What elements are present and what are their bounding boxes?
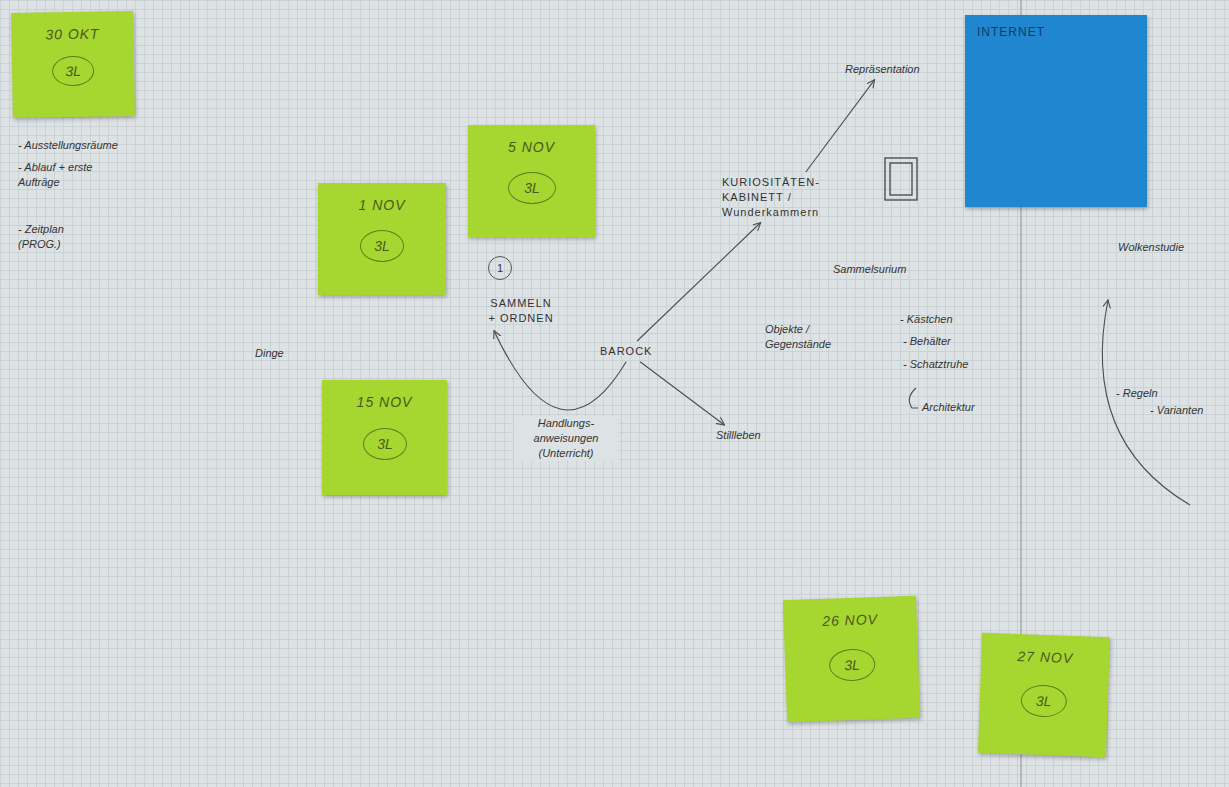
connector-arrow	[806, 80, 875, 172]
sticky-note: 30 OKT 3L	[11, 11, 135, 118]
node-text: 30 OKT	[11, 25, 133, 43]
circled-tag: 3L	[508, 172, 556, 204]
mind-map-word: Stillleben	[716, 428, 761, 443]
node-text: 3L	[377, 436, 393, 452]
node-text: KURIOSITÄTEN-KABINETT / Wunderkammern	[722, 175, 852, 220]
connector-arrow	[640, 362, 724, 425]
sticky-note: INTERNET	[965, 15, 1147, 207]
node-text: 1 NOV	[318, 197, 446, 213]
node-text: 27 NOV	[981, 647, 1109, 667]
node-text: 15 NOV	[322, 394, 447, 410]
circled-tag: 3L	[52, 56, 95, 87]
node-text: 3L	[65, 63, 81, 79]
sticky-note: 26 NOV 3L	[783, 596, 920, 723]
mind-map-word: Repräsentation	[845, 62, 920, 77]
circled-tag: 3L	[363, 428, 407, 460]
sticky-note: 5 NOV 3L	[468, 125, 595, 237]
curved-arrow	[1102, 300, 1190, 505]
note-text: - Regeln	[1116, 386, 1158, 401]
node-text: 3L	[844, 657, 860, 674]
note-text: - Schatztruhe	[903, 357, 968, 372]
node-text: 3L	[524, 180, 540, 196]
cabinet-sketch	[885, 158, 917, 200]
node-text: 3L	[1036, 693, 1052, 710]
note-text: - Varianten	[1150, 403, 1203, 418]
node-text: 1	[497, 262, 503, 274]
circled-tag: 3L	[1020, 684, 1067, 718]
node-text: Repräsentation	[845, 62, 920, 77]
circled-tag: 3L	[360, 230, 404, 262]
circled-number: 1	[488, 256, 512, 280]
mind-map-word: SAMMELN + ORDNEN	[488, 296, 554, 326]
sticky-note: 27 NOV 3L	[978, 633, 1110, 757]
note-text: Dinge	[255, 346, 284, 361]
note-text: - Behälter	[903, 334, 951, 349]
note-text: - Kästchen	[900, 312, 953, 327]
node-text: 3L	[374, 238, 390, 254]
connector-arrow	[494, 331, 626, 410]
node-text: 5 NOV	[468, 139, 595, 155]
hook-mark	[909, 388, 918, 408]
edge-label: Handlungs-anweisungen (Unterricht)	[514, 416, 618, 461]
node-text: SAMMELN + ORDNEN	[488, 296, 554, 326]
connector-arrow	[637, 223, 761, 342]
mind-map-word: KURIOSITÄTEN-KABINETT / Wunderkammern	[722, 175, 852, 220]
circled-tag: 3L	[829, 648, 876, 682]
note-text: - Ablauf + erste Aufträge	[18, 160, 123, 190]
note-text: Sammelsurium	[833, 262, 906, 277]
note-text: - Zeitplan (PROG.)	[18, 222, 98, 252]
node-text: BAROCK	[600, 344, 652, 359]
sticky-note: 15 NOV 3L	[322, 380, 447, 495]
node-text: Wolkenstudie	[1118, 240, 1184, 255]
mind-map-word: Wolkenstudie	[1118, 240, 1184, 255]
node-text: INTERNET	[977, 25, 1135, 39]
note-text: - Ausstellungsräume	[18, 138, 168, 153]
node-text: 26 NOV	[783, 610, 916, 631]
node-text: Stillleben	[716, 428, 761, 443]
sticky-note: 1 NOV 3L	[318, 183, 446, 295]
note-text: Objekte / Gegenstände	[765, 322, 855, 352]
note-text: Architektur	[922, 400, 975, 415]
mind-map-word: BAROCK	[600, 344, 652, 359]
